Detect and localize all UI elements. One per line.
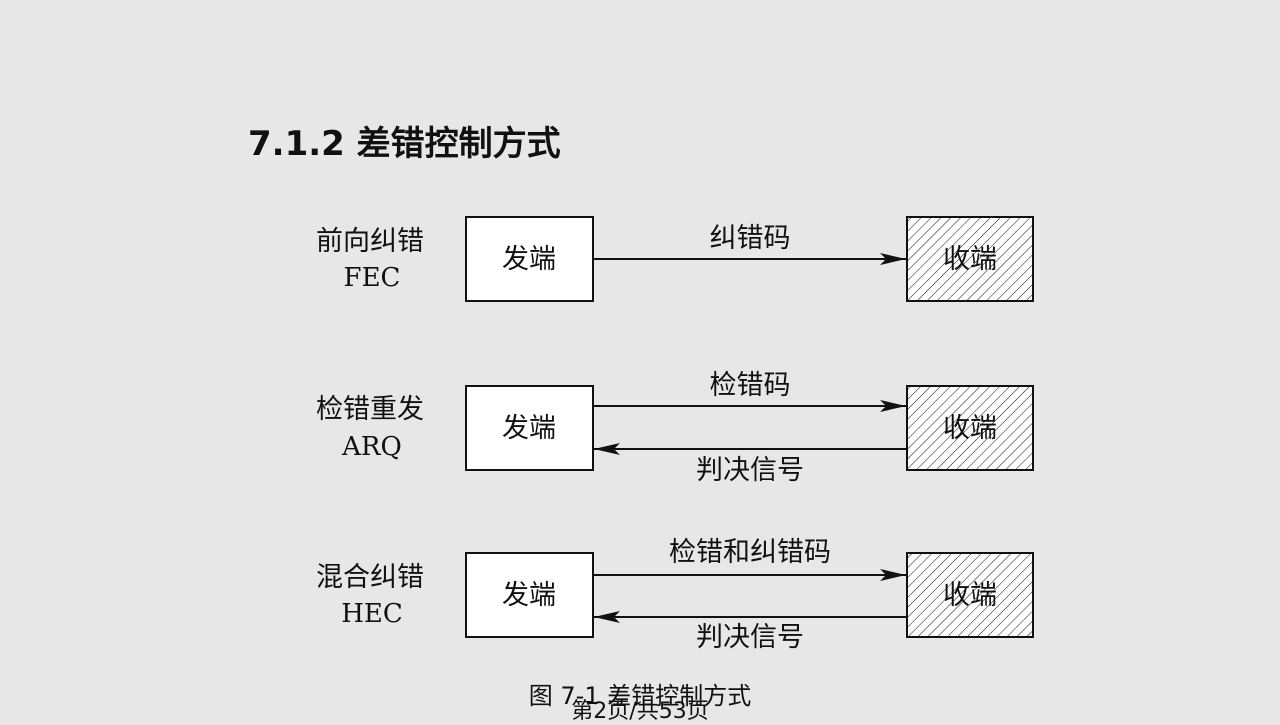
row-fec: 前向纠错 FEC 发端 收端 纠错码 xyxy=(316,216,1034,302)
receiver-box xyxy=(906,385,1034,471)
forward-label: 检错和纠错码 xyxy=(669,537,831,568)
forward-label: 纠错码 xyxy=(710,223,791,254)
receiver-label: 收端 xyxy=(943,244,997,275)
row-name-abbr: FEC xyxy=(344,263,401,293)
row-arq: 检错重发 ARQ 发端 收端 检错码 判决信号 xyxy=(316,370,1034,486)
receiver-box xyxy=(906,216,1034,302)
slide-title: 7.1.2 差错控制方式 xyxy=(248,124,561,164)
forward-label: 检错码 xyxy=(710,370,791,401)
sender-box xyxy=(465,385,594,471)
row-hec: 混合纠错 HEC 发端 收端 检错和纠错码 判决信号 xyxy=(316,537,1034,653)
receiver-box xyxy=(906,552,1034,638)
sender-box xyxy=(465,216,594,302)
backward-label: 判决信号 xyxy=(696,455,804,486)
sender-box xyxy=(465,552,594,638)
row-name-cn: 前向纠错 xyxy=(316,226,424,257)
receiver-label: 收端 xyxy=(943,580,997,611)
receiver-label: 收端 xyxy=(943,413,997,444)
sender-label: 发端 xyxy=(502,413,556,444)
row-name-abbr: HEC xyxy=(341,599,403,629)
page-number: 第2页/共53页 xyxy=(571,699,709,724)
figure-caption: 图 7-1 差错控制方式 xyxy=(528,682,752,710)
backward-label: 判决信号 xyxy=(696,622,804,653)
sender-label: 发端 xyxy=(502,244,556,275)
sender-label: 发端 xyxy=(502,580,556,611)
row-name-cn: 检错重发 xyxy=(316,394,424,425)
row-name-cn: 混合纠错 xyxy=(316,562,424,593)
row-name-abbr: ARQ xyxy=(341,432,402,462)
